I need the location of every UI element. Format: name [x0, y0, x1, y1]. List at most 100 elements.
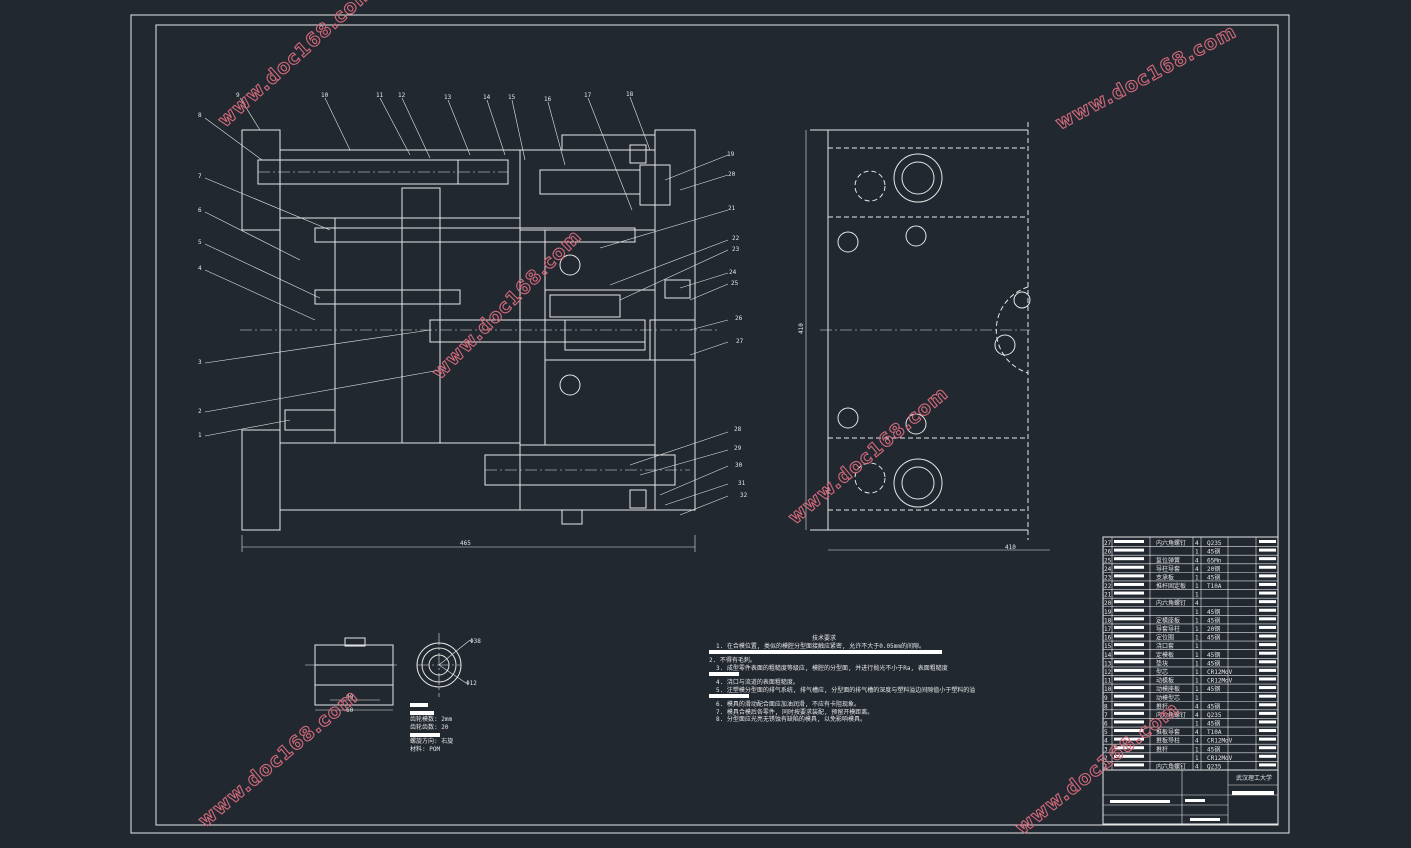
bom-code-bar	[1114, 574, 1144, 578]
bom-cell-name: 推杆	[1156, 745, 1168, 753]
bom-cell-qty: 1	[1195, 721, 1199, 728]
bom-cell-mat: 45钢	[1207, 634, 1220, 642]
bom-cell-name: 垫块	[1156, 659, 1168, 667]
svg-text:30: 30	[735, 462, 743, 469]
bom-cell-mat: Q235	[1207, 712, 1222, 719]
svg-text:Φ12: Φ12	[466, 680, 477, 687]
part-numbers: 8 7 6 5 4 3 2 1 9 10 11 12 13 14 15 16 1…	[198, 91, 748, 499]
bom-note-bar	[1259, 591, 1276, 595]
bom-cell-qty: 1	[1195, 669, 1199, 676]
bom-cell-qty: 4	[1195, 703, 1199, 710]
bom-row-number: 22	[1104, 583, 1112, 590]
bom-code-bar	[1114, 617, 1144, 621]
bom-cell-name: 内六角螺钉	[1156, 711, 1186, 719]
bom-cell-name: 推杆	[1156, 702, 1168, 710]
svg-text:17: 17	[584, 92, 592, 99]
svg-text:21: 21	[728, 205, 736, 212]
bom-cell-name: 定模座板	[1156, 616, 1180, 624]
bom-code-bar	[1114, 643, 1144, 647]
bom-code-bar	[1114, 540, 1144, 543]
svg-text:11: 11	[376, 92, 384, 99]
bom-cell-qty: 4	[1195, 712, 1199, 719]
bom-cell-mat: CR12MoV	[1207, 678, 1233, 685]
bom-cell-mat: 45钢	[1207, 685, 1220, 693]
bom-row-number: 4	[1104, 738, 1108, 745]
svg-text:齿轮齿数: 20: 齿轮齿数: 20	[410, 723, 449, 731]
bom-row-number: 8	[1104, 703, 1108, 710]
bom-row-number: 13	[1104, 660, 1112, 667]
side-view: 410 410	[798, 122, 1050, 551]
bom-cell-name: 复位弹簧	[1156, 556, 1180, 564]
bom-cell-mat: T10A	[1207, 729, 1222, 736]
bom-cell-qty: 1	[1195, 755, 1199, 762]
bom-code-bar	[1114, 703, 1144, 707]
bom-note-bar	[1259, 634, 1276, 638]
bom-row-number: 14	[1104, 652, 1112, 659]
bom-cell-mat: 45钢	[1207, 720, 1220, 728]
svg-text:9: 9	[236, 92, 240, 99]
bom-cell-name: 型芯	[1156, 668, 1168, 676]
bom-note-bar	[1259, 694, 1276, 698]
bom-row-number: 5	[1104, 729, 1108, 736]
bom-cell-name: 浇口套	[1156, 642, 1174, 650]
school-name: 武汉理工大学	[1236, 774, 1272, 782]
bom-note-bar	[1259, 574, 1276, 578]
bom-row-number: 11	[1104, 678, 1112, 685]
bom-note-bar	[1259, 548, 1276, 552]
bom-cell-name: 定位圈	[1156, 634, 1174, 642]
dim-side-width: 410	[1005, 544, 1016, 551]
svg-text:19: 19	[727, 151, 735, 158]
bom-cell-name: 导柱导套	[1156, 565, 1180, 573]
bom-row-number: 12	[1104, 669, 1112, 676]
bom-cell-name: 支承板	[1156, 573, 1174, 581]
svg-text:31: 31	[738, 480, 746, 487]
bom-note-bar	[1259, 720, 1276, 724]
bom-note-bar	[1259, 686, 1276, 690]
svg-text:22: 22	[732, 235, 740, 242]
bom-cell-mat: CR12MoV	[1207, 669, 1233, 676]
svg-text:www.doc168.com: www.doc168.com	[1052, 20, 1240, 134]
svg-text:5: 5	[198, 239, 202, 246]
main-section-view: 465	[240, 129, 720, 552]
bom-code-bar	[1114, 651, 1144, 655]
bom-cell-qty: 1	[1195, 549, 1199, 556]
bom-note-bar	[1259, 746, 1276, 750]
bom-row-number: 2	[1104, 755, 1108, 762]
bom-note-bar	[1259, 677, 1276, 681]
bom-cell-name: 推板导套	[1156, 728, 1180, 736]
bom-code-bar	[1114, 625, 1144, 629]
detail-part-view: 40 60 Φ38 Φ12 齿轮模数: 2mm 齿轮齿数: 20 螺旋方向: 右…	[305, 633, 481, 753]
bom-cell-name: 推板导柱	[1156, 737, 1180, 745]
bom-cell-mat: 45钢	[1207, 616, 1220, 624]
bom-cell-mat: 45钢	[1207, 608, 1220, 616]
bom-cell-qty: 4	[1195, 729, 1199, 736]
bom-cell-name: 导套导柱	[1156, 625, 1180, 633]
svg-text:40: 40	[346, 694, 354, 701]
svg-text:材料: POM: 材料: POM	[410, 745, 440, 753]
bom-row-number: 10	[1104, 686, 1112, 693]
bom-code-bar	[1114, 608, 1144, 612]
bom-row-number: 7	[1104, 712, 1108, 719]
bom-row-number: 21	[1104, 592, 1112, 599]
bom-cell-qty: 1	[1195, 617, 1199, 624]
bom-row-number: 15	[1104, 643, 1112, 650]
bom-cell-mat: 45钢	[1207, 702, 1220, 710]
bom-cell-name: 内六角螺钉	[1156, 539, 1186, 547]
svg-text:20: 20	[728, 171, 736, 178]
svg-text:29: 29	[734, 445, 742, 452]
bom-code-bar	[1114, 720, 1144, 724]
svg-text:27: 27	[736, 338, 744, 345]
bom-cell-qty: 1	[1195, 583, 1199, 590]
bom-row-number: 3	[1104, 746, 1108, 753]
bom-code-bar	[1114, 763, 1144, 767]
svg-text:www.doc168.com: www.doc168.com	[194, 685, 363, 831]
svg-text:24: 24	[729, 269, 737, 276]
bom-cell-mat: Q235	[1207, 764, 1222, 771]
bom-row-number: 26	[1104, 549, 1112, 556]
bom-code-bar	[1114, 729, 1144, 733]
svg-text:23: 23	[732, 246, 740, 253]
bom-code-bar	[1114, 711, 1144, 715]
bom-cell-qty: 1	[1195, 746, 1199, 753]
bom-cell-qty: 1	[1195, 635, 1199, 642]
